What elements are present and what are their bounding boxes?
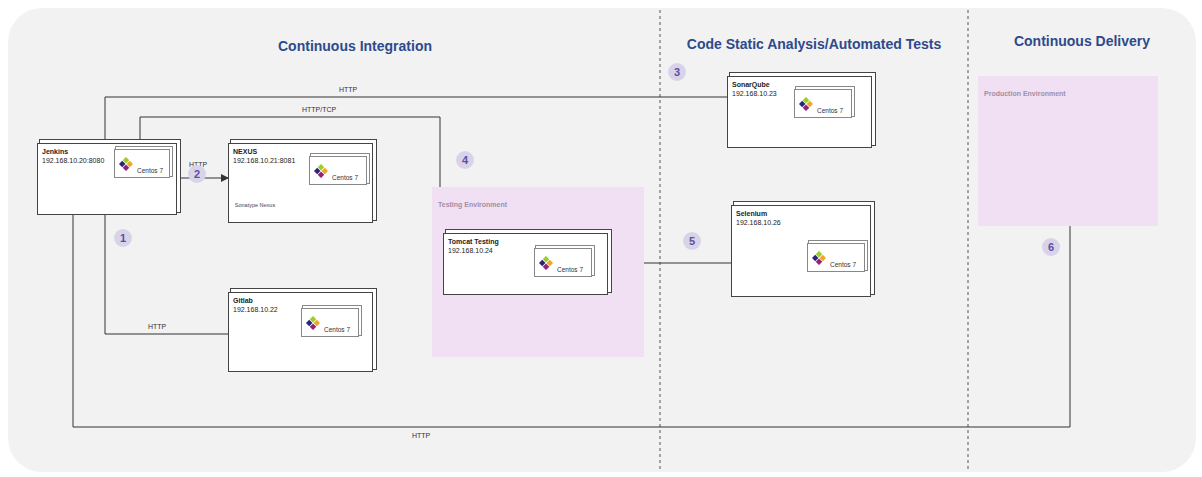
node-detail: 192.168.10.26 xyxy=(736,218,866,227)
server-box: NEXUS192.168.10.21:8081Sonatype NexusCen… xyxy=(228,143,373,223)
node-title: Centos 7 xyxy=(332,173,358,182)
server-box: Gitlab192.168.10.22Centos 7 xyxy=(228,292,373,372)
node-title: SonarQube xyxy=(732,80,867,89)
node-title: Centos 7 xyxy=(817,106,843,115)
node-detail: Sonatype Nexus xyxy=(233,202,277,208)
callout-number: 4 xyxy=(456,151,474,169)
callout-number: 2 xyxy=(188,165,206,183)
os-box: Centos 7 xyxy=(301,308,359,337)
node-title: Testing Environment xyxy=(438,200,507,209)
centos-logo xyxy=(539,256,553,274)
node-title: Tomcat Testing xyxy=(448,237,603,246)
protocol-label: HTTP/TCP xyxy=(300,105,338,114)
server-box: Selenium192.168.10.26Centos 7 xyxy=(731,205,871,297)
os-box: Centos 7 xyxy=(114,149,170,178)
node-title: Production Environment xyxy=(984,89,1066,98)
node-title: NEXUS xyxy=(233,147,368,156)
protocol-label: HTTP xyxy=(410,431,432,440)
section-heading: Continuous Integration xyxy=(180,38,530,54)
os-box: Centos 7 xyxy=(534,248,592,277)
node-title: Centos 7 xyxy=(830,260,856,269)
server-box: Jenkins192.168.10.20:8080Centos 7 xyxy=(37,143,177,215)
os-box: Centos 7 xyxy=(309,156,367,185)
connector xyxy=(105,97,727,143)
centos-logo xyxy=(812,251,826,269)
environment-zone: Production Environment xyxy=(978,76,1158,226)
section-heading: Continuous Delivery xyxy=(969,33,1195,49)
connector xyxy=(105,215,228,334)
node-title: Centos 7 xyxy=(324,325,350,334)
divider xyxy=(660,10,661,470)
node-title: Selenium xyxy=(736,209,866,218)
node-title: Centos 7 xyxy=(137,166,163,175)
node-title: Centos 7 xyxy=(557,265,583,274)
callout-number: 3 xyxy=(668,63,686,81)
callout-number: 5 xyxy=(683,232,701,250)
callout-number: 1 xyxy=(114,229,132,247)
centos-logo xyxy=(314,164,328,182)
os-box: Centos 7 xyxy=(807,243,865,272)
server-box: SonarQube192.168.10.23Centos 7 xyxy=(727,76,872,148)
server-box: Tomcat Testing192.168.10.24Centos 7 xyxy=(443,233,608,295)
section-heading: Code Static Analysis/Automated Tests xyxy=(661,36,967,52)
centos-logo xyxy=(306,316,320,334)
protocol-label: HTTP xyxy=(146,322,168,331)
environment-zone: Testing EnvironmentTomcat Testing192.168… xyxy=(432,187,644,357)
protocol-label: HTTP xyxy=(337,85,359,94)
divider xyxy=(968,10,969,470)
centos-logo xyxy=(119,157,133,175)
panel xyxy=(8,8,1196,472)
centos-logo xyxy=(799,97,813,115)
callout-number: 6 xyxy=(1042,238,1060,256)
os-box: Centos 7 xyxy=(794,89,852,118)
node-title: Gitlab xyxy=(233,296,368,305)
